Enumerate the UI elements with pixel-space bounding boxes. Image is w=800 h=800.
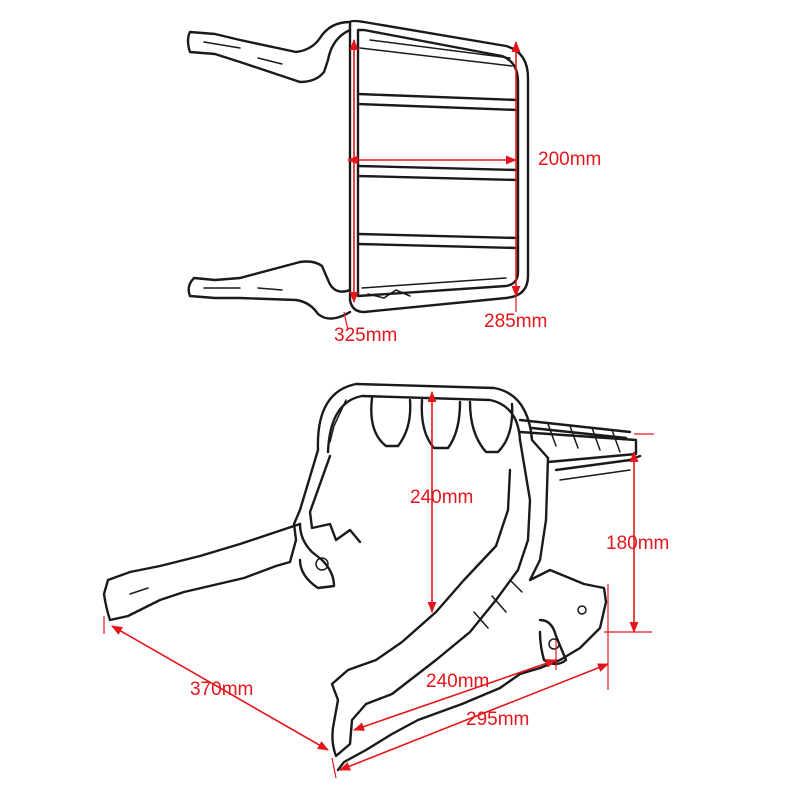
height-dimension-label: 200mm bbox=[538, 149, 602, 170]
side-view-dimensions bbox=[103, 390, 654, 779]
cross-bars bbox=[356, 39, 520, 289]
side-arm-bottom bbox=[187, 260, 411, 320]
length-dimension-label: 370mm bbox=[190, 679, 254, 700]
side-arm-top bbox=[186, 20, 352, 84]
top-view-dimensions bbox=[343, 38, 521, 331]
mount-spacing-dimension-label: 240mm bbox=[426, 671, 490, 692]
rise-dimension-label: 180mm bbox=[606, 533, 670, 554]
outer-width-dimension-label: 325mm bbox=[334, 325, 398, 346]
inner-width-dimension-label: 285mm bbox=[484, 311, 548, 332]
top-view-rack bbox=[186, 19, 530, 320]
rack-height-dimension-label: 240mm bbox=[410, 487, 474, 508]
side-view-rack bbox=[102, 382, 642, 772]
mount-depth-dimension-label: 295mm bbox=[466, 709, 530, 730]
